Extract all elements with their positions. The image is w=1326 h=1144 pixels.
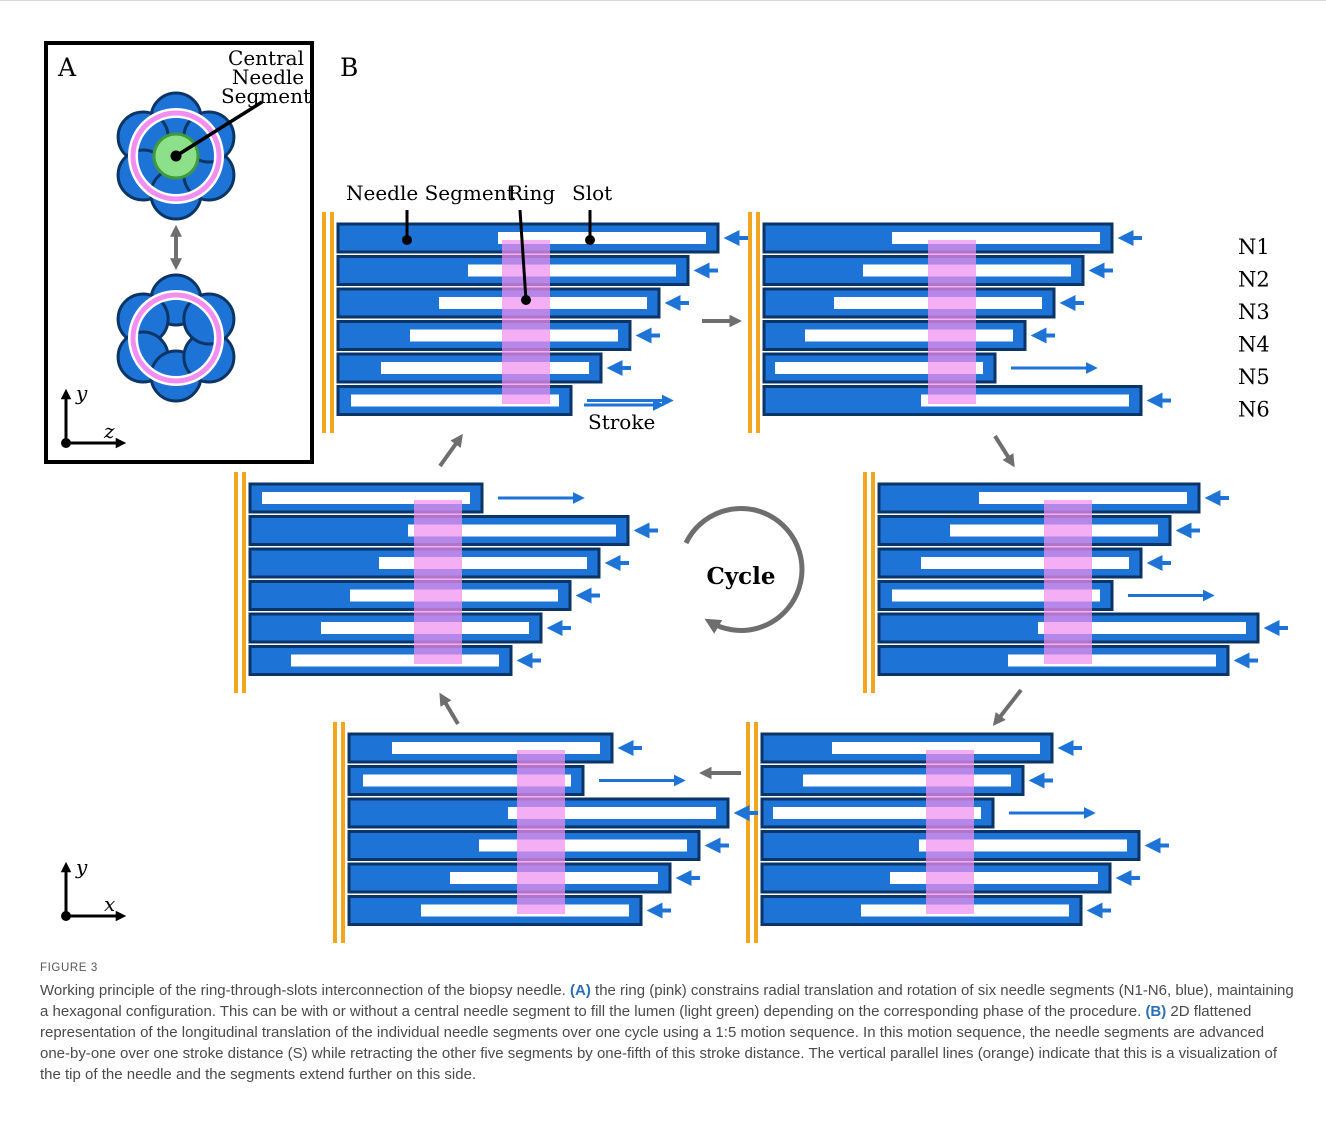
motion-stages xyxy=(234,212,1288,943)
hexagon-with-central-segment xyxy=(116,91,236,221)
label-needle-segment: Needle Segment xyxy=(346,181,515,205)
needle-slot xyxy=(803,774,1011,787)
stage-2 xyxy=(748,212,1171,433)
figure-number: FIGURE 3 xyxy=(40,962,98,974)
panel-b-label: B xyxy=(340,53,358,82)
segment-name-n6: N6 xyxy=(1238,398,1270,422)
ring-circle xyxy=(130,110,222,202)
ring-circle xyxy=(130,292,222,384)
stroke-label: Stroke xyxy=(588,410,655,434)
stage-1 xyxy=(322,212,748,433)
top-rule xyxy=(0,0,1326,1)
axis-y-label-b: y xyxy=(75,855,88,879)
needle-slot xyxy=(805,329,1013,342)
axis-z-label: z xyxy=(103,419,115,443)
transition-arrows xyxy=(438,314,1023,780)
callout-dot xyxy=(170,150,182,162)
stage-3 xyxy=(863,472,1288,693)
ring-band xyxy=(517,750,565,914)
needle-slot xyxy=(291,654,499,667)
ring-band xyxy=(928,240,976,404)
needle-slot xyxy=(392,742,600,754)
ring-band xyxy=(926,750,974,914)
needle-slot xyxy=(892,232,1100,244)
label-ring: Ring xyxy=(508,181,555,205)
ring-band xyxy=(1044,500,1092,664)
needle-slot xyxy=(479,839,687,852)
axis-xy: y x xyxy=(60,855,127,922)
cycle-symbol: Cycle xyxy=(683,506,805,634)
figure-caption: Working principle of the ring-through-sl… xyxy=(40,982,1294,1083)
hexagon-without-central-segment xyxy=(116,273,236,403)
axis-yz: y z xyxy=(60,381,127,449)
needle-slot xyxy=(832,742,1040,754)
needle-slot xyxy=(979,492,1187,504)
callout-line-2: Needle xyxy=(232,65,304,89)
segment-name-n3: N3 xyxy=(1238,300,1270,324)
cycle-label: Cycle xyxy=(706,563,775,590)
callout-line-3: Segment xyxy=(221,84,311,108)
callout-line-1: Central xyxy=(228,46,304,70)
segment-name-n1: N1 xyxy=(1238,235,1270,259)
needle-slot xyxy=(381,362,589,374)
label-slot: Slot xyxy=(572,181,612,205)
panel-a: A Central Needle Segment y z xyxy=(44,41,314,464)
figure-canvas: A Central Needle Segment y z B Needle Se… xyxy=(44,41,1288,943)
stage-4 xyxy=(746,722,1169,943)
segment-name-n2: N2 xyxy=(1238,268,1270,292)
label-leaders xyxy=(402,209,595,305)
needle-slot xyxy=(1008,654,1216,667)
needle-slot xyxy=(921,557,1129,569)
needle-slot xyxy=(379,557,587,569)
segment-name-n4: N4 xyxy=(1238,333,1270,357)
stage-5 xyxy=(333,722,758,943)
axis-x-label: x xyxy=(104,892,115,916)
panel-a-label: A xyxy=(57,53,77,82)
ring-band xyxy=(414,500,462,664)
ring-band xyxy=(502,240,550,404)
segment-name-n5: N5 xyxy=(1238,365,1270,389)
stage-6 xyxy=(234,472,658,693)
callout-leader xyxy=(175,100,263,158)
needle-slot xyxy=(890,872,1098,884)
needle-slot xyxy=(468,264,676,277)
axis-y-label-a: y xyxy=(75,381,88,405)
